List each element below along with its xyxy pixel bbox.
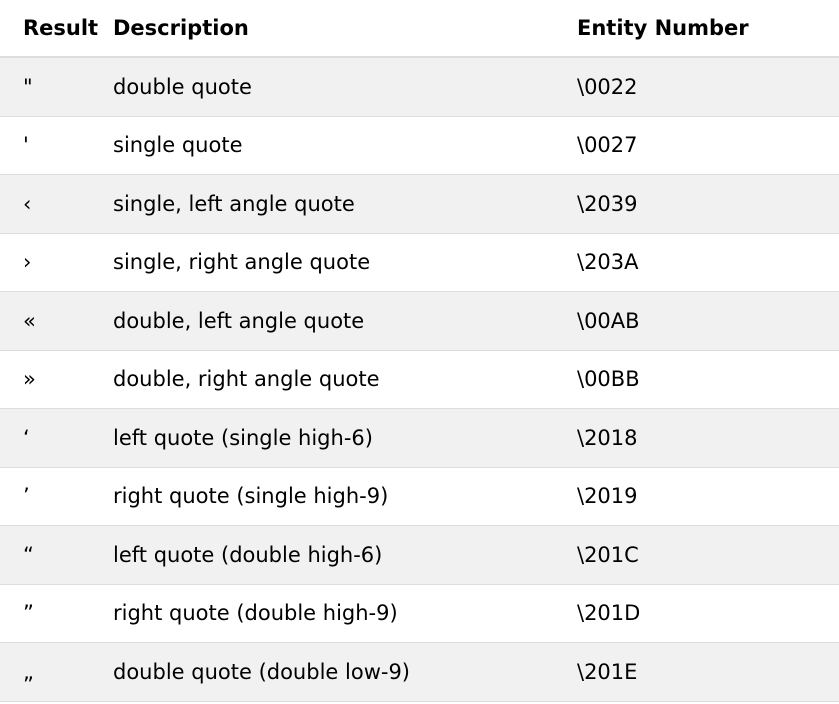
- table-row: « double, left angle quote \00AB: [0, 292, 839, 351]
- table-row: ” right quote (double high-9) \201D: [0, 584, 839, 643]
- cell-entity-number: \2039: [577, 191, 638, 216]
- table-row: ' single quote \0027: [0, 116, 839, 175]
- cell-description: single, right angle quote: [113, 250, 371, 275]
- table-row: › single, right angle quote \203A: [0, 233, 839, 292]
- cell-result: ’: [23, 484, 30, 509]
- cell-entity-number: \201E: [577, 659, 638, 684]
- cell-description: double quote (double low-9): [113, 659, 410, 684]
- cell-description: single quote: [113, 133, 243, 158]
- table-row: " double quote \0022: [0, 58, 839, 117]
- cell-entity-number: \201C: [577, 542, 639, 567]
- cell-description: double, right angle quote: [113, 367, 380, 392]
- cell-entity-number: \201D: [577, 601, 641, 626]
- cell-result: ”: [23, 601, 34, 626]
- cell-result: “: [23, 542, 34, 567]
- header-result: Result: [23, 16, 99, 40]
- cell-description: double, left angle quote: [113, 308, 365, 333]
- table-row: ’ right quote (single high-9) \2019: [0, 467, 839, 526]
- table-row: ‘ left quote (single high-6) \2018: [0, 409, 839, 468]
- cell-description: left quote (double high-6): [113, 542, 383, 567]
- cell-entity-number: \00BB: [577, 367, 640, 392]
- table-row: „ double quote (double low-9) \201E: [0, 643, 839, 702]
- cell-entity-number: \0027: [577, 133, 638, 158]
- cell-entity-number: \00AB: [577, 308, 640, 333]
- cell-description: right quote (double high-9): [113, 601, 398, 626]
- cell-description: left quote (single high-6): [113, 425, 373, 450]
- cell-result: ": [23, 74, 33, 99]
- table-row: “ left quote (double high-6) \201C: [0, 526, 839, 585]
- cell-result: ›: [23, 250, 32, 275]
- cell-result: »: [23, 367, 36, 392]
- cell-entity-number: \2018: [577, 425, 638, 450]
- cell-entity-number: \203A: [577, 250, 639, 275]
- cell-result: ‘: [23, 425, 30, 450]
- table-row: » double, right angle quote \00BB: [0, 350, 839, 409]
- cell-result: „: [23, 659, 34, 684]
- table-row: ‹ single, left angle quote \2039: [0, 175, 839, 234]
- cell-entity-number: \0022: [577, 74, 638, 99]
- cell-result: ': [23, 133, 29, 158]
- cell-entity-number: \2019: [577, 484, 638, 509]
- cell-result: ‹: [23, 191, 32, 216]
- header-entity-number: Entity Number: [577, 16, 749, 40]
- cell-description: single, left angle quote: [113, 191, 355, 216]
- table-header-row: Result Description Entity Number: [0, 0, 839, 58]
- cell-description: right quote (single high-9): [113, 484, 389, 509]
- cell-result: «: [23, 308, 36, 333]
- cell-description: double quote: [113, 74, 252, 99]
- header-description: Description: [113, 16, 249, 40]
